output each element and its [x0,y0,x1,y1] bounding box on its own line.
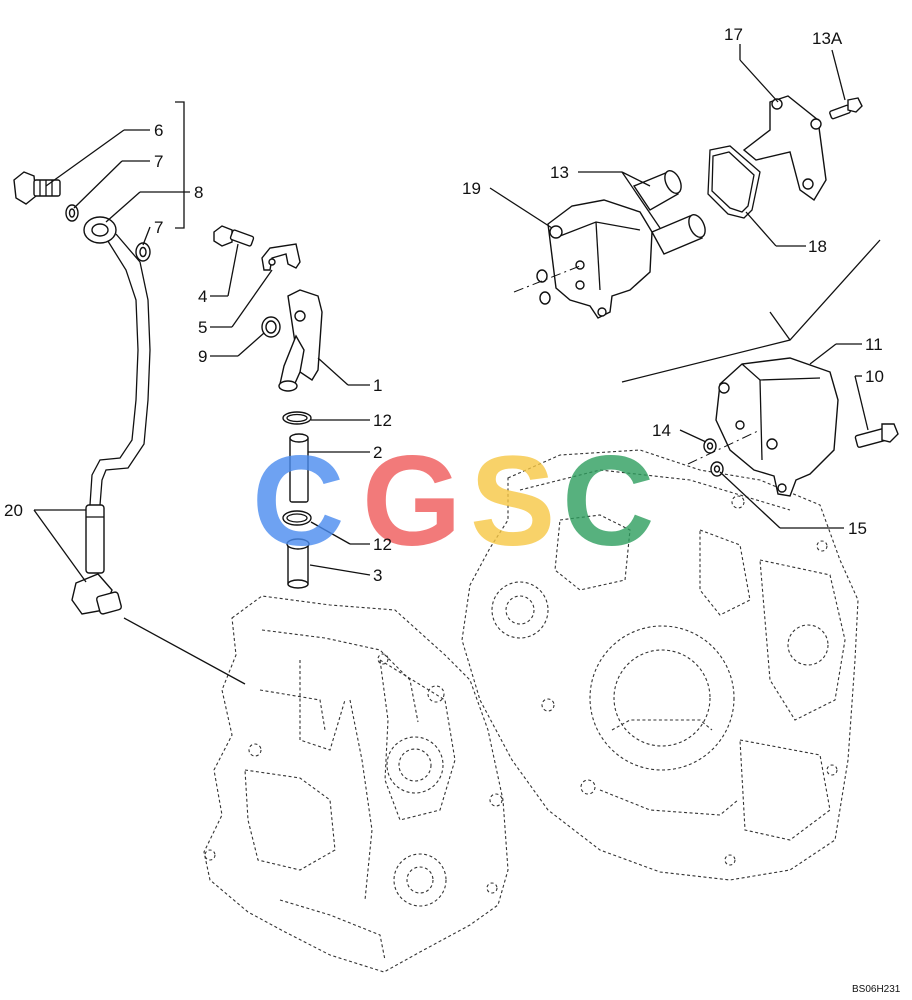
callout-12-b: 12 [373,535,392,554]
callout-13: 13 [550,163,569,182]
oil-pipe-assembly [13,171,151,615]
figure-id: BS06H231 [852,984,901,995]
front-cover-housing-left [203,595,509,973]
callout-12-a: 12 [373,411,392,430]
callout-19: 19 [462,179,481,198]
callout-10: 10 [865,367,884,386]
callout-18: 18 [808,237,827,256]
center-tube-parts [213,225,323,589]
callout-15: 15 [848,519,867,538]
callout-11: 11 [865,335,883,354]
callout-20: 20 [4,501,23,520]
callout-3: 3 [373,566,382,585]
callout-1: 1 [373,376,382,395]
callout-6: 6 [154,121,163,140]
callout-labels: 6 7 8 7 4 5 9 1 12 2 12 3 20 17 13A 13 1… [4,25,901,995]
callout-2: 2 [373,443,382,462]
oil-cooler-upper-assembly [513,95,881,383]
leader-lines [33,44,869,685]
watermark-letter-s: S [470,430,555,573]
oil-cooler-lower-assembly [687,357,899,497]
watermark-letter-g: G [362,430,462,573]
callout-4: 4 [198,287,207,306]
callout-9: 9 [198,347,207,366]
watermark: C G S C [252,430,654,573]
callout-5: 5 [198,318,207,337]
callout-8: 8 [194,183,203,202]
front-cover-housing-right [461,449,859,881]
callout-7-b: 7 [154,218,163,237]
watermark-letter-c2: C [562,430,654,573]
callout-17: 17 [724,25,743,44]
callout-7-a: 7 [154,152,163,171]
callout-14: 14 [652,421,671,440]
watermark-letter-c1: C [252,430,344,573]
callout-13a: 13A [812,29,843,48]
